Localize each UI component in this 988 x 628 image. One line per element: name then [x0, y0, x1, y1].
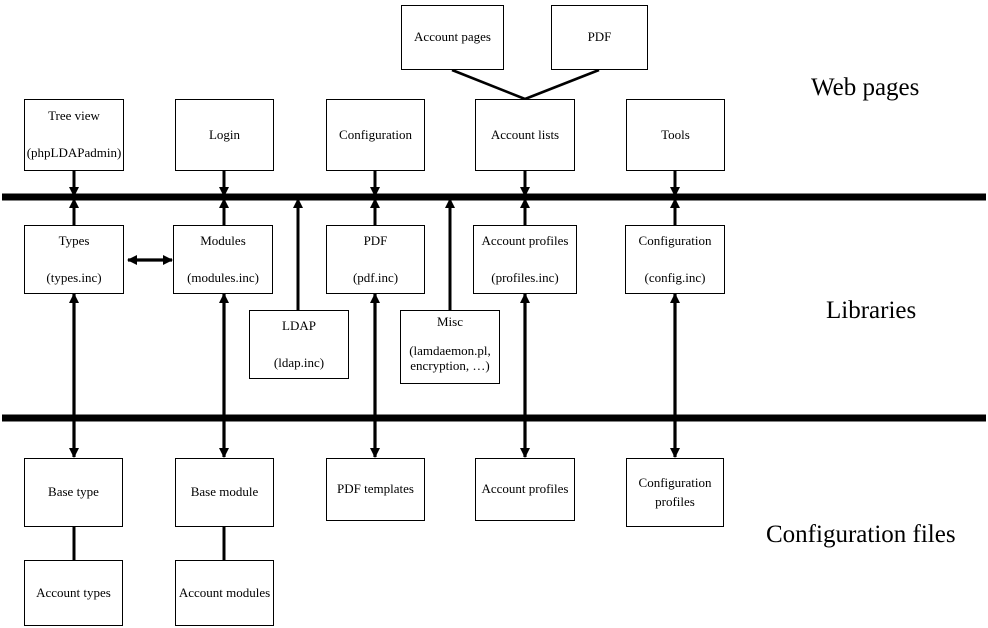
- node-sublabel-line1: (lamdaemon.pl,: [409, 342, 491, 358]
- node-account-profiles-file[interactable]: Account profiles: [475, 458, 575, 521]
- section-label-configuration-files: Configuration files: [766, 521, 956, 548]
- node-account-pages[interactable]: Account pages: [401, 5, 504, 70]
- node-label: Configuration: [339, 126, 412, 142]
- node-account-lists[interactable]: Account lists: [475, 99, 575, 171]
- node-modules-library[interactable]: Modules (modules.inc): [173, 225, 273, 294]
- node-tree-view[interactable]: Tree view (phpLDAPadmin): [24, 99, 124, 171]
- node-account-profiles-library[interactable]: Account profiles (profiles.inc): [473, 225, 577, 294]
- node-sublabel: (pdf.inc): [352, 269, 399, 285]
- node-label: PDF templates: [337, 481, 414, 497]
- node-label: PDF: [363, 232, 388, 248]
- node-types-library[interactable]: Types (types.inc): [24, 225, 124, 294]
- node-label: Account types: [36, 584, 111, 600]
- node-sublabel: profiles: [655, 493, 695, 509]
- node-label: Misc: [437, 314, 463, 329]
- node-label: Account profiles: [481, 481, 569, 497]
- node-sublabel-line2: encryption, …): [410, 357, 490, 373]
- node-sublabel: (phpLDAPadmin): [26, 145, 122, 160]
- node-label: Base module: [190, 484, 259, 500]
- node-label: Configuration: [638, 474, 712, 490]
- node-sublabel-group: (lamdaemon.pl, encryption, …): [409, 342, 491, 374]
- node-pdf-templates[interactable]: PDF templates: [326, 458, 425, 521]
- node-login[interactable]: Login: [175, 99, 274, 171]
- node-sublabel: (ldap.inc): [273, 354, 325, 370]
- node-label: Base type: [48, 484, 99, 500]
- node-label: PDF: [587, 29, 612, 45]
- section-label-web-pages: Web pages: [811, 74, 920, 101]
- node-pdf-library[interactable]: PDF (pdf.inc): [326, 225, 425, 294]
- node-tools[interactable]: Tools: [626, 99, 725, 171]
- section-label-libraries: Libraries: [826, 297, 917, 324]
- node-sublabel: (types.inc): [46, 269, 102, 285]
- edge-pdf-to-account-lists: [524, 68, 600, 101]
- node-label: Account profiles: [481, 232, 569, 248]
- node-account-modules[interactable]: Account modules: [175, 560, 274, 626]
- node-account-types[interactable]: Account types: [24, 560, 123, 626]
- node-label: Account pages: [414, 29, 491, 45]
- node-sublabel: (modules.inc): [187, 269, 259, 285]
- node-label: Tools: [661, 126, 690, 142]
- node-misc-library[interactable]: Misc (lamdaemon.pl, encryption, …): [400, 310, 500, 384]
- edge-account-pages-to-account-lists: [451, 68, 526, 101]
- node-base-type[interactable]: Base type: [24, 458, 123, 527]
- node-configuration-page[interactable]: Configuration: [326, 99, 425, 171]
- node-sublabel: (config.inc): [644, 269, 706, 285]
- node-configuration-library[interactable]: Configuration (config.inc): [625, 225, 725, 294]
- node-label: LDAP: [282, 317, 316, 333]
- node-ldap-library[interactable]: LDAP (ldap.inc): [249, 310, 349, 379]
- node-sublabel: (profiles.inc): [491, 269, 559, 285]
- node-label: Types: [58, 232, 90, 248]
- node-configuration-profiles-file[interactable]: Configuration profiles: [626, 458, 724, 527]
- node-label: Tree view: [48, 108, 100, 124]
- node-label: Account modules: [178, 584, 271, 600]
- node-label: Modules: [200, 232, 246, 248]
- node-label: Configuration: [638, 232, 712, 248]
- node-pdf-page[interactable]: PDF: [551, 5, 648, 70]
- node-label: Account lists: [490, 126, 560, 142]
- node-label: Login: [208, 126, 241, 142]
- node-base-module[interactable]: Base module: [175, 458, 274, 527]
